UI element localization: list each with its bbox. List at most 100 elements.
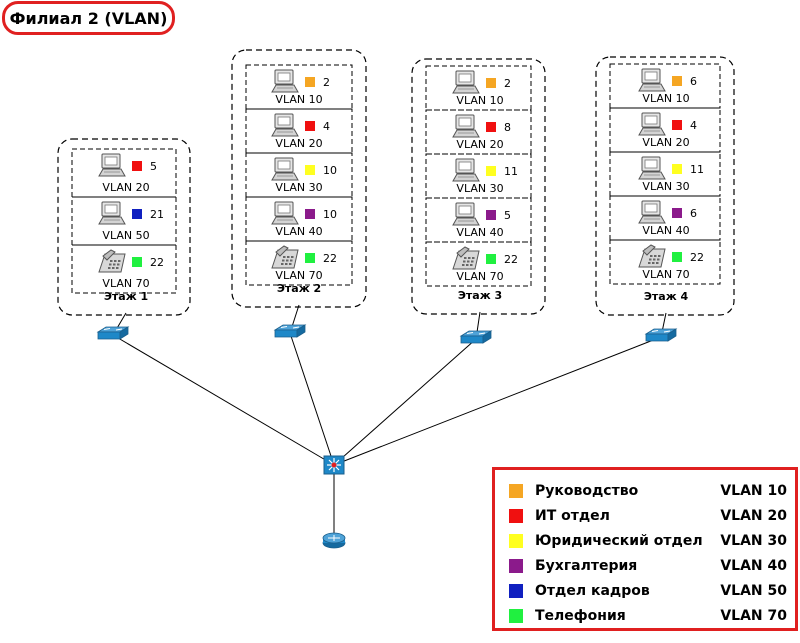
vlan-row-box bbox=[245, 240, 353, 286]
device-count: 11 bbox=[504, 165, 518, 178]
pc-icon bbox=[271, 157, 299, 181]
vlan-color-swatch bbox=[486, 122, 496, 132]
vlan-color-swatch bbox=[486, 210, 496, 220]
device-count: 8 bbox=[504, 121, 511, 134]
legend-dept-name: Бухгалтерия bbox=[535, 557, 638, 574]
vlan-label: VLAN 20 bbox=[102, 181, 149, 194]
floor-boundary bbox=[57, 138, 191, 316]
vlan-label: VLAN 40 bbox=[642, 224, 689, 237]
vlan-color-swatch bbox=[305, 77, 315, 87]
legend-row-telephony: Телефония VLAN 70 bbox=[509, 603, 787, 628]
vlan-color-swatch bbox=[672, 252, 682, 262]
phone-icon bbox=[638, 244, 666, 268]
pc-icon bbox=[271, 113, 299, 137]
device-count: 2 bbox=[323, 76, 330, 89]
vlan-color-swatch bbox=[486, 166, 496, 176]
legend-swatch bbox=[509, 483, 523, 498]
phone-icon bbox=[271, 245, 299, 269]
vlan-label: VLAN 40 bbox=[456, 226, 503, 239]
device-count: 6 bbox=[690, 75, 697, 88]
vlan-color-swatch bbox=[486, 78, 496, 88]
vlan-row-box bbox=[609, 151, 721, 197]
trunk-link bbox=[333, 336, 662, 466]
floor-label: Этаж 2 bbox=[277, 282, 321, 295]
legend-swatch bbox=[509, 558, 523, 573]
device-count: 5 bbox=[504, 209, 511, 222]
vlan-label: VLAN 10 bbox=[275, 93, 322, 106]
vlan-color-swatch bbox=[305, 121, 315, 131]
vlan-color-swatch bbox=[305, 209, 315, 219]
pc-icon bbox=[271, 69, 299, 93]
vlan-label: VLAN 70 bbox=[642, 268, 689, 281]
vlan-color-swatch bbox=[132, 209, 142, 219]
vlan-label: VLAN 10 bbox=[456, 94, 503, 107]
phone-icon bbox=[98, 249, 126, 273]
trunk-link bbox=[289, 332, 335, 466]
floor-boundary bbox=[595, 56, 735, 316]
legend-row-it: ИТ отдел VLAN 20 bbox=[509, 503, 787, 528]
device-count: 6 bbox=[690, 207, 697, 220]
floor-boundary bbox=[411, 58, 546, 315]
vlan-color-swatch bbox=[305, 253, 315, 263]
legend-dept-name: ИТ отдел bbox=[535, 507, 610, 524]
vlan-label: VLAN 70 bbox=[275, 269, 322, 282]
device-count: 11 bbox=[690, 163, 704, 176]
device-count: 22 bbox=[690, 251, 704, 264]
pc-icon bbox=[638, 68, 666, 92]
vlan-label: VLAN 40 bbox=[275, 225, 322, 238]
phone-icon bbox=[452, 246, 480, 270]
router-icon bbox=[322, 532, 346, 549]
legend-dept-name: Руководство bbox=[535, 482, 639, 499]
device-count: 22 bbox=[504, 253, 518, 266]
vlan-label: VLAN 10 bbox=[642, 92, 689, 105]
trunk-link bbox=[112, 334, 335, 466]
legend-row-legal: Юридический отдел VLAN 30 bbox=[509, 528, 787, 553]
device-count: 10 bbox=[323, 208, 337, 221]
legend-vlan-id: VLAN 50 bbox=[720, 582, 787, 599]
legend-vlan-id: VLAN 30 bbox=[720, 532, 787, 549]
floor-label: Этаж 1 bbox=[104, 290, 148, 303]
floor-boundary bbox=[231, 49, 367, 308]
vlan-row-box bbox=[425, 241, 532, 287]
pc-icon bbox=[452, 158, 480, 182]
vlan-label: VLAN 30 bbox=[642, 180, 689, 193]
vlan-label: VLAN 30 bbox=[275, 181, 322, 194]
pc-icon bbox=[452, 70, 480, 94]
legend-dept-name: Телефония bbox=[535, 607, 626, 624]
vlan-label: VLAN 20 bbox=[642, 136, 689, 149]
vlan-label: VLAN 20 bbox=[275, 137, 322, 150]
vlan-color-swatch bbox=[486, 254, 496, 264]
vlan-label: VLAN 50 bbox=[102, 229, 149, 242]
vlan-legend: Руководство VLAN 10 ИТ отдел VLAN 20 Юри… bbox=[492, 467, 798, 631]
device-count: 2 bbox=[504, 77, 511, 90]
trunk-link bbox=[333, 338, 477, 466]
legend-vlan-id: VLAN 10 bbox=[720, 482, 787, 499]
device-count: 4 bbox=[690, 119, 697, 132]
legend-dept-name: Юридический отдел bbox=[535, 532, 703, 549]
vlan-row-box bbox=[71, 244, 177, 294]
pc-icon bbox=[638, 112, 666, 136]
legend-vlan-id: VLAN 20 bbox=[720, 507, 787, 524]
legend-swatch bbox=[509, 608, 523, 623]
legend-swatch bbox=[509, 583, 523, 598]
legend-vlan-id: VLAN 40 bbox=[720, 557, 787, 574]
legend-vlan-id: VLAN 70 bbox=[720, 607, 787, 624]
pc-icon bbox=[98, 153, 126, 177]
legend-swatch bbox=[509, 508, 523, 523]
pc-icon bbox=[638, 200, 666, 224]
vlan-color-swatch bbox=[305, 165, 315, 175]
vlan-label: VLAN 70 bbox=[456, 270, 503, 283]
